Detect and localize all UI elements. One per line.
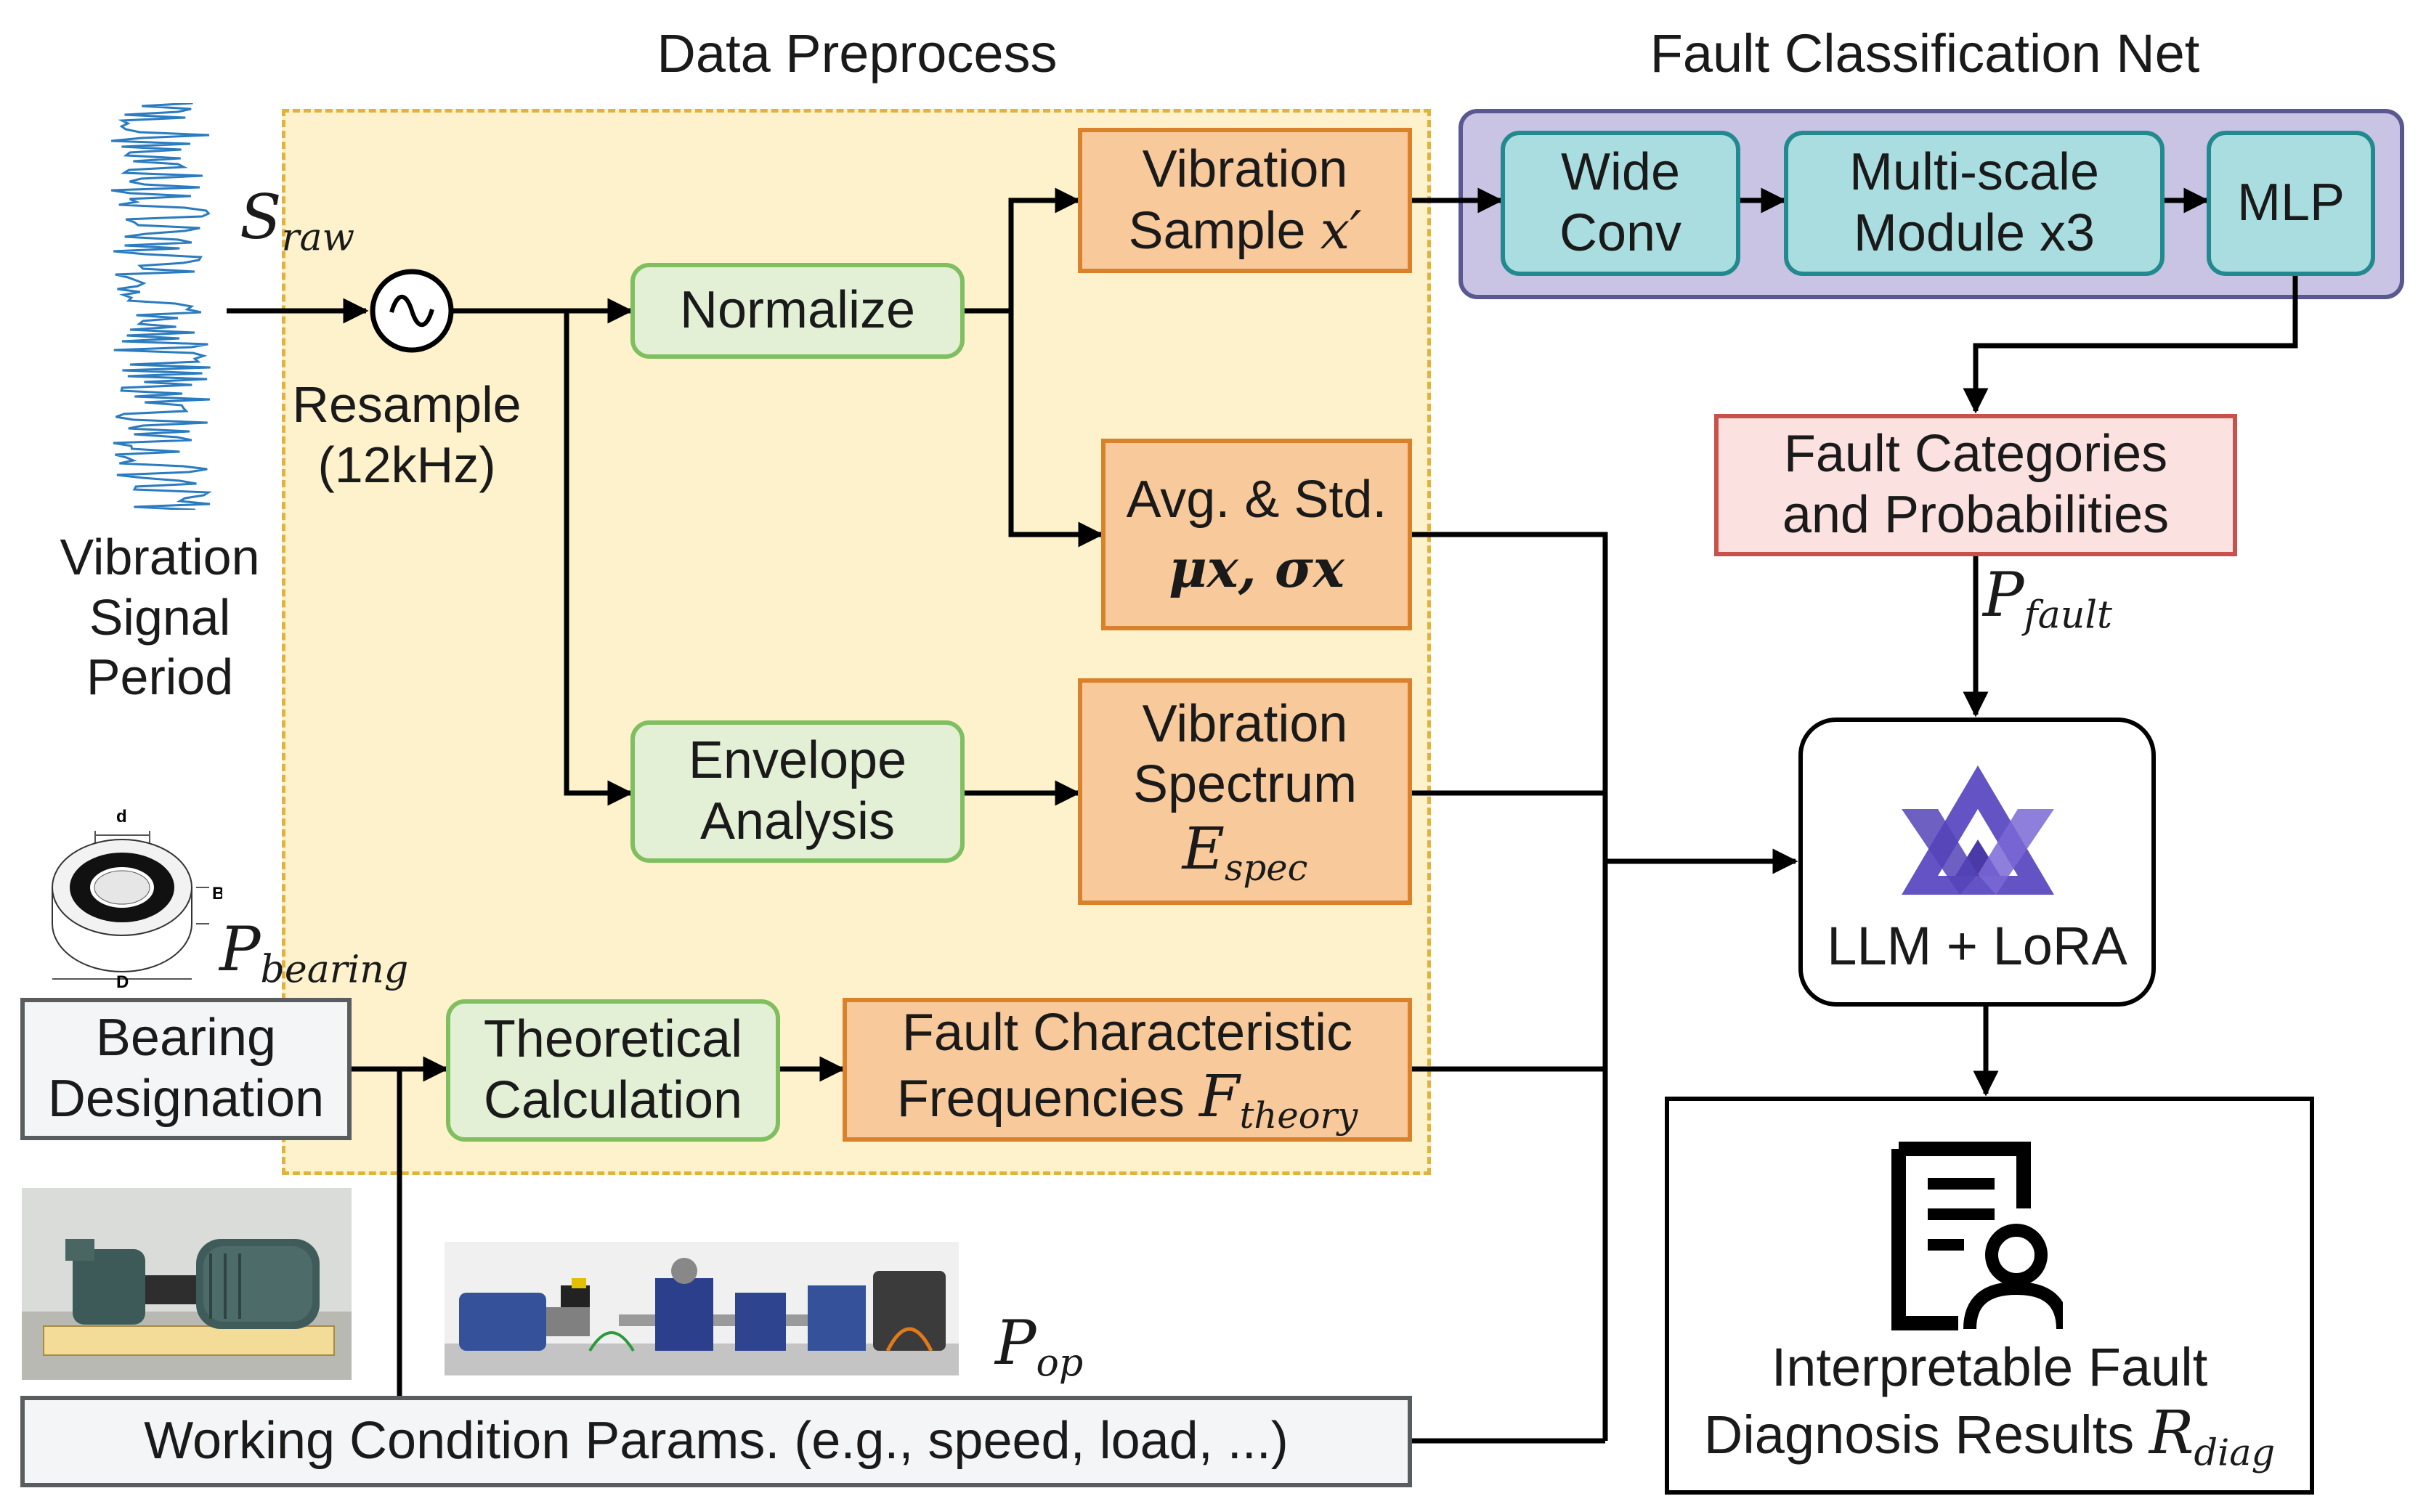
vibration-sample-box: Vibration Sample x′	[1078, 128, 1412, 273]
p-op-base: P	[995, 1307, 1036, 1378]
p-op-symbol: Pop	[995, 1307, 1083, 1386]
fault-freq-line2: Frequencies Ftheory	[896, 1062, 1358, 1137]
normalize-label: Normalize	[679, 281, 916, 340]
edge-avgstd-to-bus	[1412, 532, 1608, 1441]
f-theory-base: F	[1198, 1062, 1240, 1131]
results-word: Diagnosis Results	[1703, 1404, 2135, 1465]
vibration-signal-line1: Vibration	[60, 529, 260, 585]
avg-std-box: Avg. & Std. μx, σx	[1101, 439, 1412, 630]
bearing-icon: d B D	[52, 807, 222, 988]
normalize-box: Normalize	[630, 263, 965, 359]
bearing-designation-box: Bearing Designation	[20, 998, 352, 1140]
p-fault-symbol: Pfault	[1983, 559, 2112, 638]
motor-test-rig-drawing	[22, 1188, 352, 1380]
report-user-icon	[1891, 1142, 2063, 1330]
edge-working-to-theoretical	[397, 1056, 449, 1396]
bearing-designation-line2: Designation	[47, 1070, 325, 1128]
envelope-analysis-box: Envelope Analysis	[630, 720, 965, 863]
multiscale-line1: Multi-scale	[1849, 143, 2100, 202]
e-spec-symbol: Espec	[1182, 814, 1308, 889]
bearing-dim-d: d	[116, 807, 127, 826]
envelope-line2: Analysis	[699, 792, 896, 850]
results-line1: Interpretable Fault	[1771, 1336, 2208, 1397]
vibration-signal-line3: Period	[86, 649, 234, 706]
envelope-line1: Envelope	[688, 731, 907, 790]
r-diag-symbol: Rdiag	[2149, 1398, 2275, 1474]
edge-mlp-to-categories	[1963, 276, 2298, 414]
vibration-spectrum-box: Vibration Spectrum Espec	[1078, 678, 1412, 905]
fault-net-title: Fault Classification Net	[1650, 23, 2200, 84]
edge-to-avg-std	[1008, 311, 1104, 548]
vibration-sample-line1: Vibration	[1142, 139, 1348, 198]
vibration-sample-word: Sample	[1128, 201, 1306, 260]
spectrum-line2: Spectrum	[1132, 755, 1358, 814]
llm-lora-label: LLM + LoRA	[1827, 916, 2127, 977]
bearing-designation-line1: Bearing	[95, 1009, 277, 1068]
vibration-sample-line2: Sample x′	[1128, 200, 1361, 262]
vibration-signal-label: Vibration Signal Period	[29, 527, 291, 707]
p-bearing-base: P	[219, 914, 261, 985]
p-bearing-symbol: Pbearing	[219, 914, 408, 993]
r-diag-base: R	[2149, 1398, 2194, 1468]
theoretical-calculation-box: Theoretical Calculation	[446, 999, 780, 1142]
vibration-signal-line2: Signal	[89, 588, 231, 646]
wide-conv-box: Wide Conv	[1501, 131, 1740, 276]
edge-to-vibration-sample	[1008, 187, 1081, 311]
multiscale-module-box: Multi-scale Module x3	[1784, 131, 2165, 276]
fault-frequencies-box: Fault Characteristic Frequencies Ftheory	[843, 998, 1412, 1142]
mlp-label: MLP	[2236, 174, 2345, 232]
edge-to-envelope	[564, 311, 633, 806]
fault-freq-word: Frequencies	[896, 1070, 1185, 1129]
fault-categories-box: Fault Categories and Probabilities	[1714, 414, 2237, 556]
industrial-test-rig-image	[445, 1242, 959, 1375]
p-op-sub: op	[1036, 1341, 1084, 1386]
resample-line1: Resample	[292, 376, 522, 433]
resample-line2: (12kHz)	[317, 436, 496, 493]
fault-categories-line2: and Probabilities	[1782, 486, 2170, 544]
multiscale-line2: Module x3	[1853, 204, 2096, 262]
wide-conv-line1: Wide	[1560, 143, 1681, 202]
llm-logo-icon	[1902, 765, 2054, 895]
resample-label: Resample (12kHz)	[269, 375, 545, 495]
vibration-waveform-icon	[110, 103, 212, 510]
s-raw-base: S	[240, 182, 282, 253]
results-line2: Diagnosis Results Rdiag	[1704, 1399, 2275, 1474]
data-preprocess-title: Data Preprocess	[657, 23, 1058, 84]
r-diag-sub: diag	[2194, 1431, 2276, 1474]
fault-freq-line1: Fault Characteristic	[901, 1003, 1353, 1062]
s-raw-symbol: Sraw	[240, 182, 354, 261]
p-fault-base: P	[1983, 559, 2024, 630]
e-spec-base: E	[1182, 814, 1225, 882]
spectrum-line1: Vibration	[1142, 694, 1348, 753]
bearing-dim-D: D	[116, 972, 129, 988]
mu-sigma-symbol: μx, σx	[1169, 537, 1344, 599]
e-spec-sub: spec	[1225, 846, 1308, 889]
theoretical-line2: Calculation	[483, 1071, 743, 1129]
p-fault-sub: fault	[2024, 593, 2112, 638]
avg-std-line1: Avg. & Std.	[1126, 471, 1387, 529]
s-raw-sub: raw	[281, 216, 355, 260]
bearing-dim-B: B	[212, 884, 222, 903]
theoretical-line1: Theoretical	[483, 1010, 743, 1069]
sine-wave-icon	[370, 269, 454, 353]
mlp-box: MLP	[2207, 131, 2375, 276]
f-theory-symbol: Ftheory	[1198, 1062, 1358, 1137]
motor-test-rig-image	[22, 1188, 352, 1380]
working-condition-box: Working Condition Params. (e.g., speed, …	[20, 1396, 1412, 1487]
p-bearing-sub: bearing	[260, 948, 409, 992]
wide-conv-line2: Conv	[1559, 204, 1682, 262]
x-prime-symbol: x′	[1320, 199, 1362, 261]
industrial-test-rig-drawing	[445, 1242, 959, 1375]
working-condition-label: Working Condition Params. (e.g., speed, …	[144, 1412, 1289, 1471]
f-theory-sub: theory	[1239, 1094, 1358, 1137]
fault-categories-line1: Fault Categories	[1783, 425, 2168, 484]
